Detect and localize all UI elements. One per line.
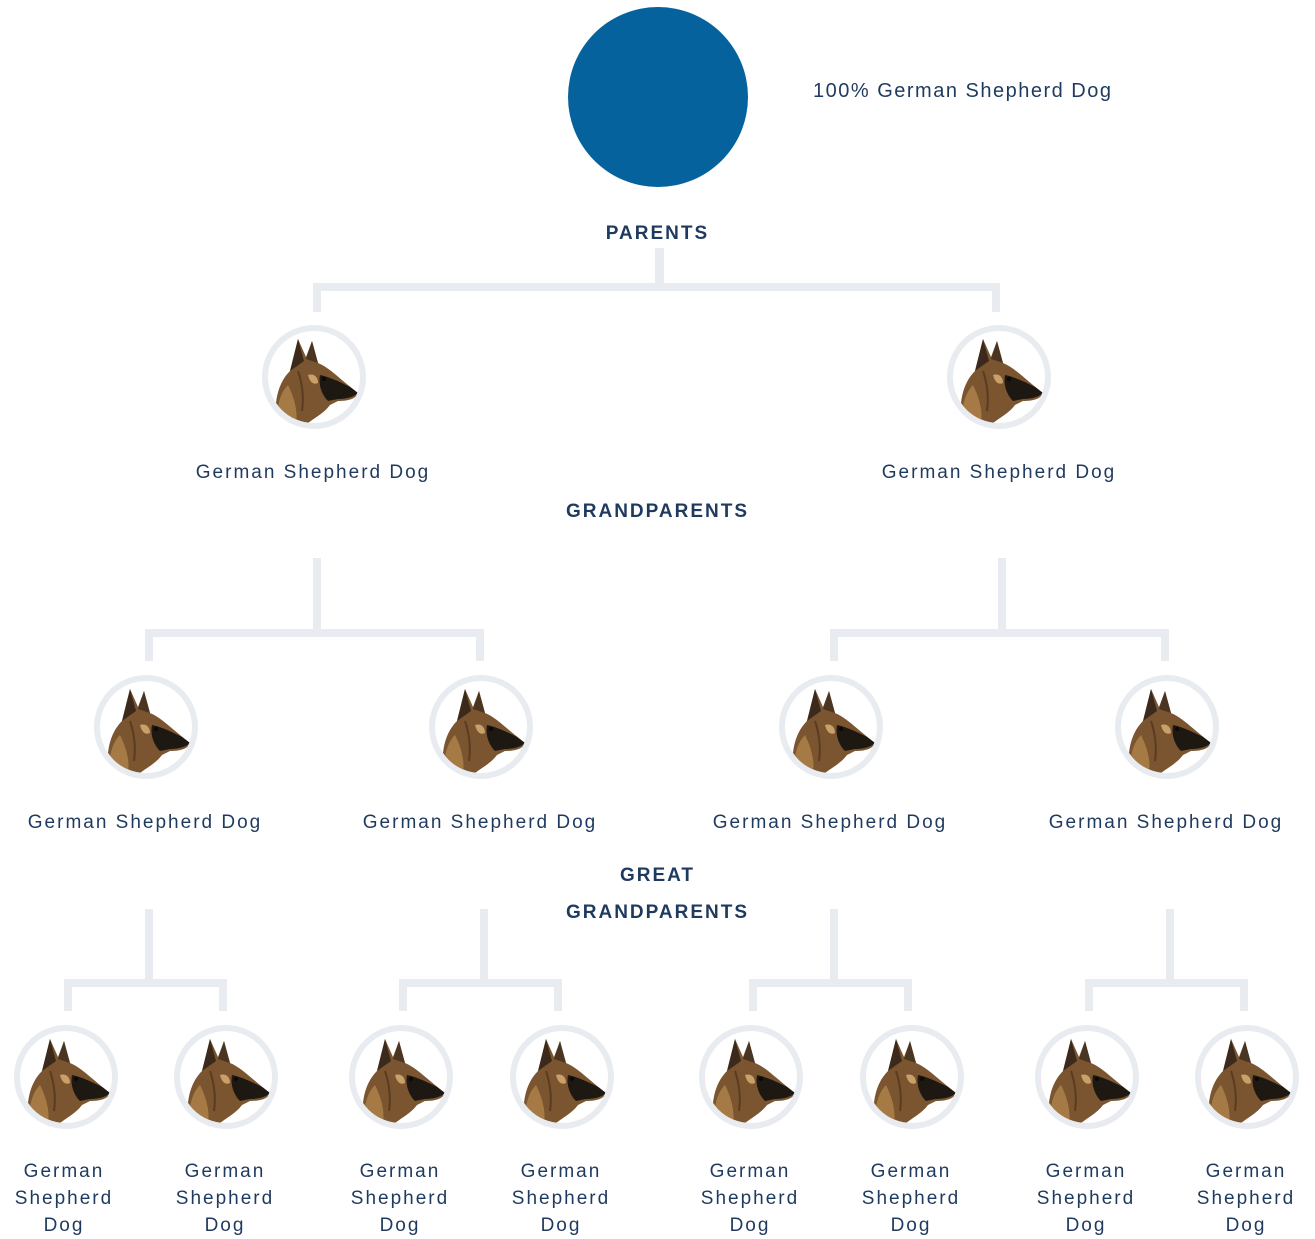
great-grandparent-node [860, 1025, 964, 1129]
great-grandparent-node [14, 1025, 118, 1129]
parent-node [262, 325, 366, 429]
connector-line [476, 629, 484, 661]
great-grandparent-node [510, 1025, 614, 1129]
german-shepherd-avatar-icon [100, 681, 192, 773]
german-shepherd-avatar-icon [355, 1031, 447, 1123]
german-shepherd-avatar-icon [705, 1031, 797, 1123]
connector-line [313, 283, 1000, 291]
connector-line [313, 558, 321, 637]
parents-heading: PARENTS [605, 223, 710, 244]
connector-line [1161, 629, 1169, 661]
great-grandparent-node [174, 1025, 278, 1129]
breed-composition-circle [568, 7, 748, 187]
connector-line [145, 909, 153, 987]
great-grandparent-node [349, 1025, 453, 1129]
great-grandparent-breed-label: German Shepherd Dog [1036, 1161, 1136, 1236]
connector-line [313, 283, 321, 312]
grandparents-heading: GRANDPARENTS [565, 501, 750, 522]
german-shepherd-avatar-icon [268, 331, 360, 423]
german-shepherd-avatar-icon [435, 681, 527, 773]
grandparent-breed-label: German Shepherd Dog [1048, 812, 1284, 833]
connector-line [655, 248, 664, 291]
grandparent-breed-label: German Shepherd Dog [712, 812, 948, 833]
connector-line [399, 979, 407, 1011]
connector-line [64, 979, 227, 987]
connector-line [399, 979, 562, 987]
great-grandparent-node [699, 1025, 803, 1129]
connector-line [830, 629, 1169, 637]
parent-node [947, 325, 1051, 429]
german-shepherd-avatar-icon [953, 331, 1045, 423]
german-shepherd-avatar-icon [20, 1031, 112, 1123]
parent-breed-label: German Shepherd Dog [881, 462, 1117, 483]
parent-breed-label: German Shepherd Dog [195, 462, 431, 483]
breed-composition-label: 100% German Shepherd Dog [813, 80, 1113, 102]
german-shepherd-avatar-icon [516, 1031, 608, 1123]
grandparent-node [779, 675, 883, 779]
great-grandparent-breed-label: German Shepherd Dog [350, 1161, 450, 1236]
grandparent-node [94, 675, 198, 779]
great-grandparents-heading-line1: GREAT [619, 865, 696, 886]
connector-line [992, 283, 1000, 312]
grandparent-node [1115, 675, 1219, 779]
connector-line [749, 979, 912, 987]
grandparent-breed-label: German Shepherd Dog [27, 812, 263, 833]
connector-line [998, 558, 1006, 637]
german-shepherd-avatar-icon [1041, 1031, 1133, 1123]
german-shepherd-avatar-icon [180, 1031, 272, 1123]
great-grandparent-node [1195, 1025, 1299, 1129]
grandparent-breed-label: German Shepherd Dog [362, 812, 598, 833]
connector-line [1166, 909, 1174, 987]
great-grandparent-breed-label: German Shepherd Dog [1196, 1161, 1296, 1236]
connector-line [830, 629, 838, 661]
connector-line [1240, 979, 1248, 1011]
german-shepherd-avatar-icon [785, 681, 877, 773]
connector-line [64, 979, 72, 1011]
great-grandparent-breed-label: German Shepherd Dog [511, 1161, 611, 1236]
connector-line [219, 979, 227, 1011]
german-shepherd-avatar-icon [1121, 681, 1213, 773]
connector-line [1085, 979, 1093, 1011]
great-grandparent-breed-label: German Shepherd Dog [14, 1161, 114, 1236]
great-grandparent-breed-label: German Shepherd Dog [861, 1161, 961, 1236]
connector-line [480, 909, 488, 987]
connector-line [830, 909, 838, 987]
great-grandparents-heading-line2: GRANDPARENTS [565, 902, 750, 923]
great-grandparent-node [1035, 1025, 1139, 1129]
connector-line [904, 979, 912, 1011]
great-grandparent-breed-label: German Shepherd Dog [175, 1161, 275, 1236]
german-shepherd-avatar-icon [866, 1031, 958, 1123]
connector-line [749, 979, 757, 1011]
german-shepherd-avatar-icon [1201, 1031, 1293, 1123]
connector-line [1085, 979, 1248, 987]
connector-line [145, 629, 153, 661]
grandparent-node [429, 675, 533, 779]
connector-line [145, 629, 484, 637]
great-grandparent-breed-label: German Shepherd Dog [700, 1161, 800, 1236]
connector-line [554, 979, 562, 1011]
